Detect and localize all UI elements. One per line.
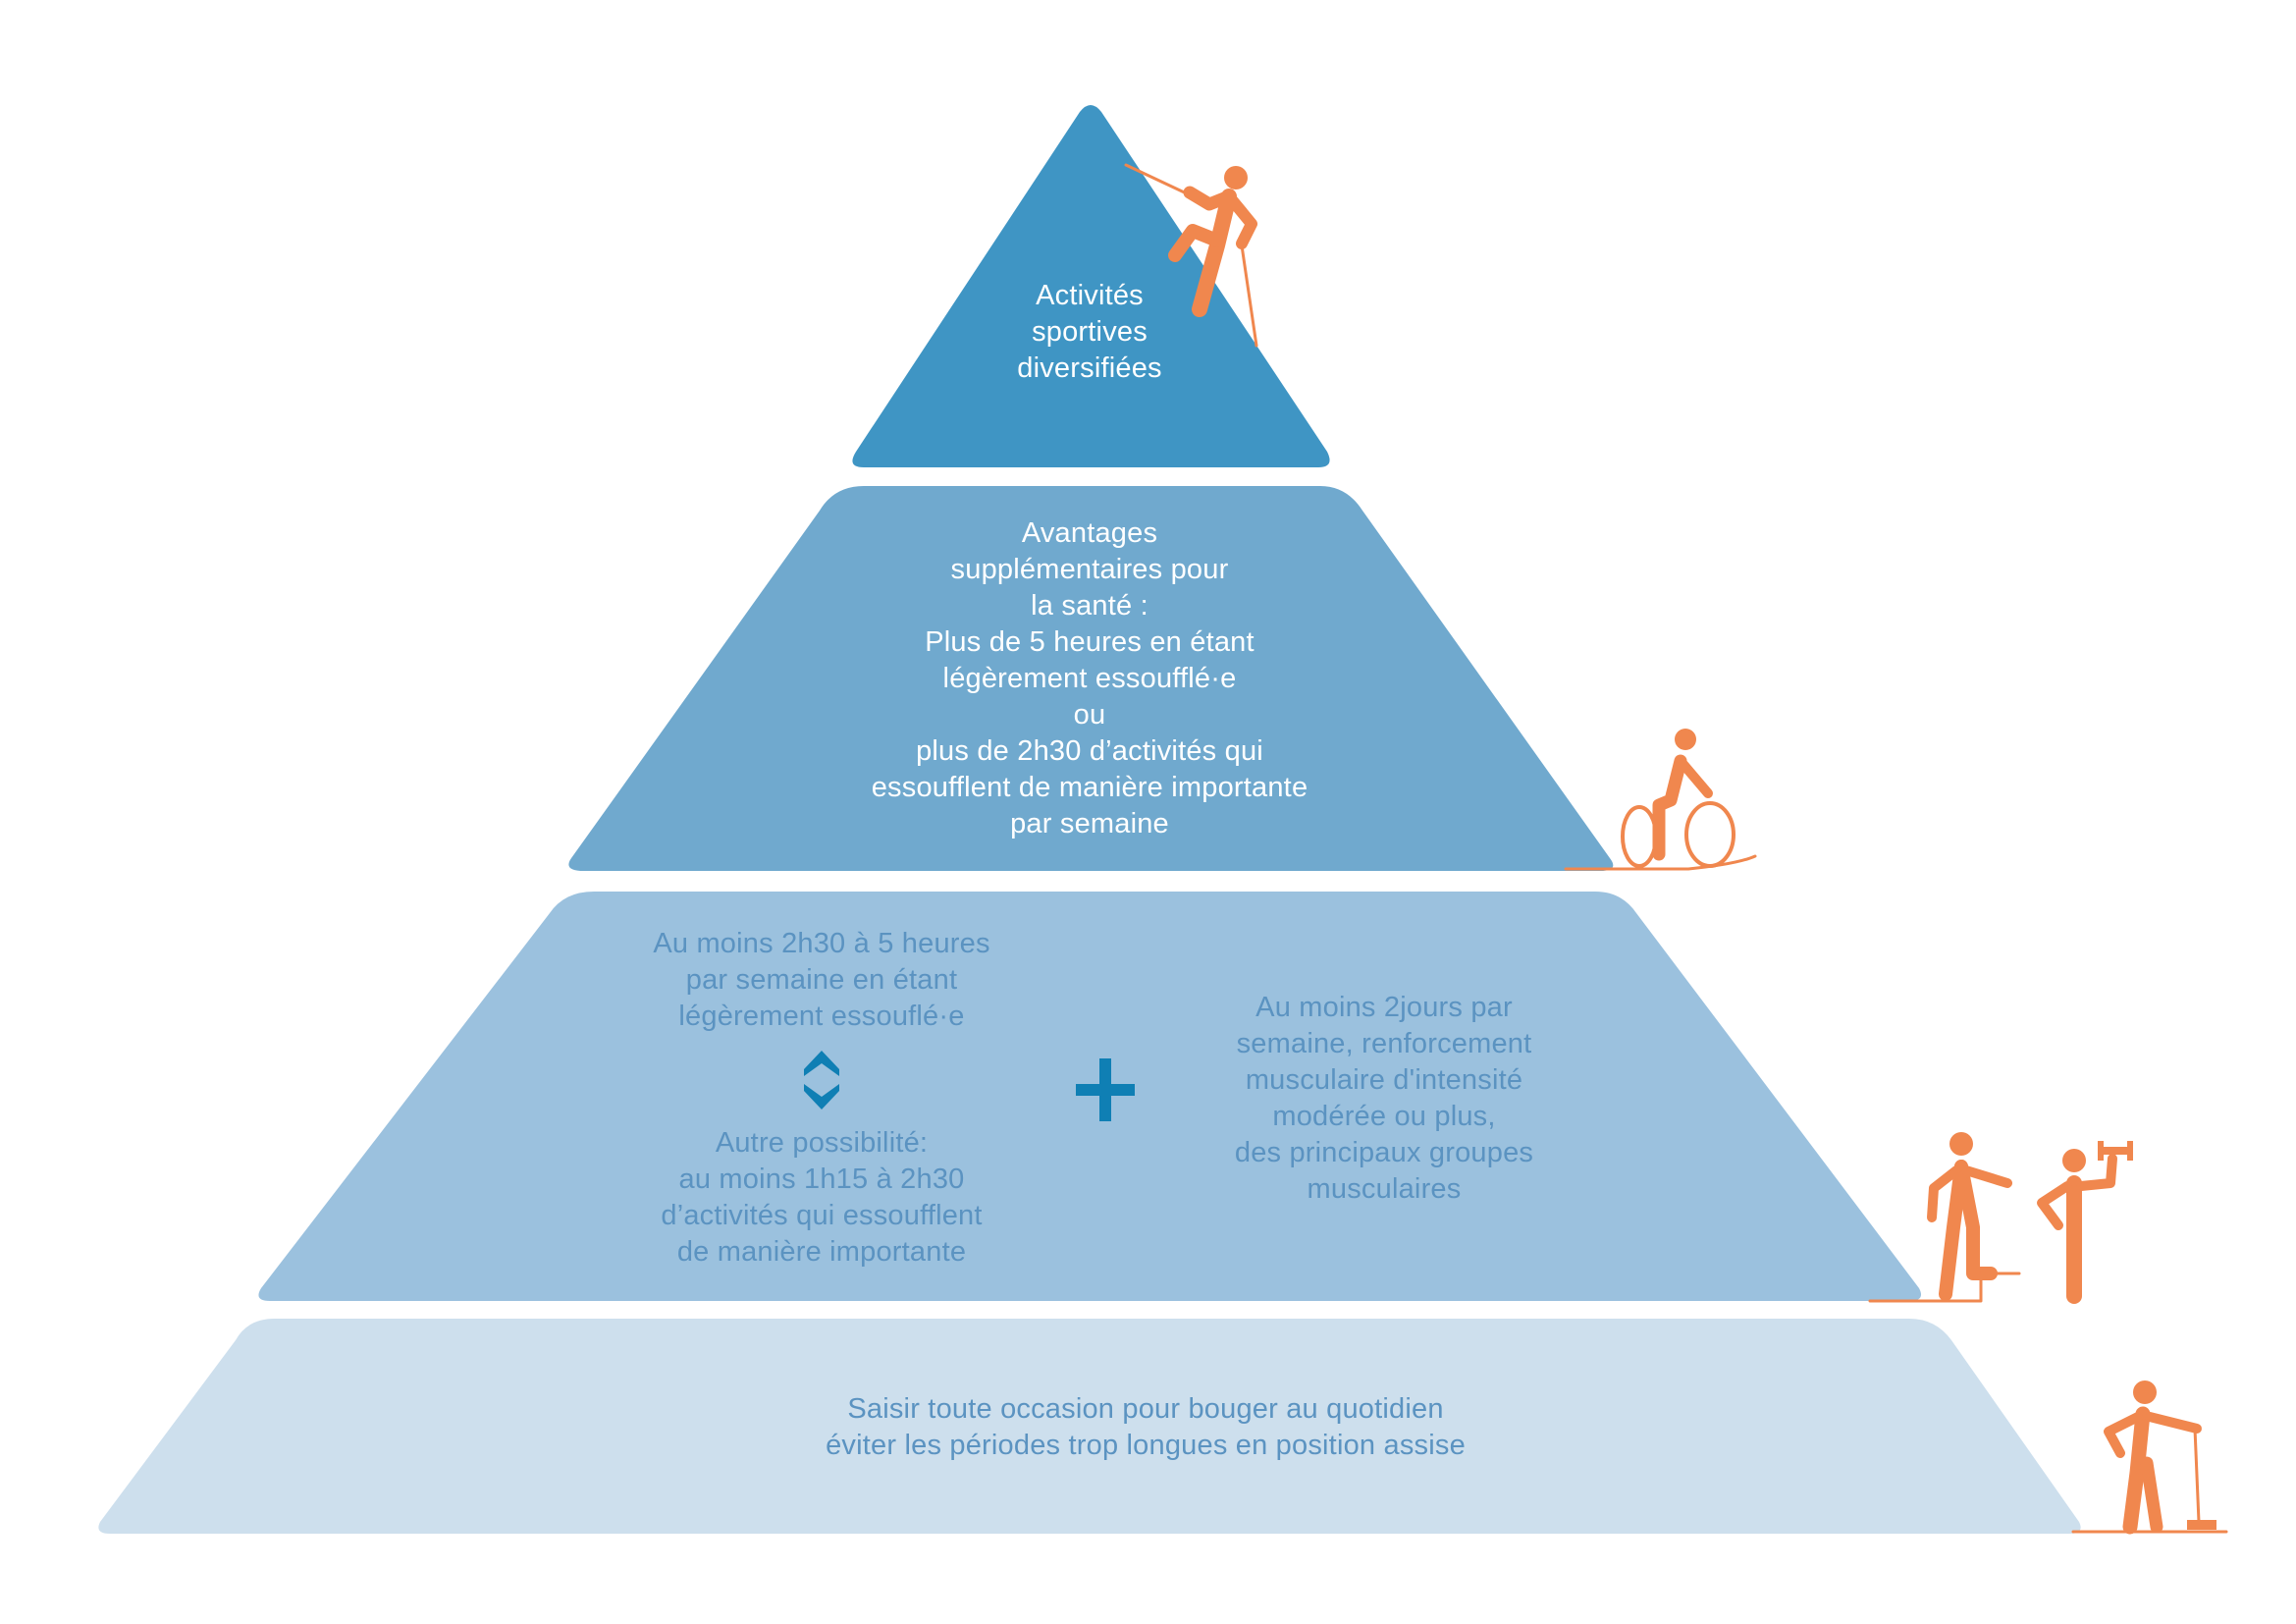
tier-3-line: Au moins 2jours par [1255, 992, 1513, 1023]
climber-icon [1124, 163, 1258, 348]
cyclist-icon [1564, 729, 1757, 871]
tier-2-shape [568, 486, 1614, 871]
tier-3-line: des principaux groupes [1234, 1137, 1534, 1168]
tier-2-line: Avantages [1021, 517, 1158, 549]
tier-2-line: essoufflent de manière importante [871, 772, 1308, 803]
tier-2-line: la santé : [1031, 590, 1148, 622]
tier-3-line: Autre possibilité: [715, 1127, 929, 1159]
tier-1-label: Activités sportives diversifiées [1017, 278, 1161, 387]
tier-4-line: éviter les périodes trop longues en posi… [826, 1430, 1466, 1461]
stair-climber-icon [1868, 1132, 2021, 1303]
tier-3-line: par semaine en étant [685, 964, 958, 996]
tier-3-line: semaine, renforcement [1236, 1028, 1532, 1059]
tier-4-shape [98, 1319, 2081, 1534]
tier-2-line: Plus de 5 heures en étant [925, 626, 1255, 658]
tier-3-strength-label: Au moins 2jours par semaine, renforcemen… [1235, 990, 1533, 1208]
tier-1-line: sportives [1032, 316, 1148, 348]
tier-3-line: musculaire d'intensité [1245, 1064, 1523, 1096]
tier-3-line: musculaires [1307, 1173, 1462, 1205]
tier-4-label: Saisir toute occasion pour bouger au quo… [826, 1391, 1466, 1464]
tier-2-label: Avantages supplémentaires pour la santé … [872, 515, 1308, 842]
tier-2-line: par semaine [1010, 808, 1169, 839]
tier-3-vigorous-label: Autre possibilité: au moins 1h15 à 2h30 … [661, 1125, 982, 1271]
tier-2-line: supplémentaires pour [950, 554, 1229, 585]
tier-3-line: au moins 1h15 à 2h30 [678, 1164, 965, 1195]
tier-2-line: ou [1073, 699, 1106, 731]
tier-2-line: plus de 2h30 d’activités qui [916, 735, 1263, 767]
dumbbell-lifter-icon [2037, 1141, 2133, 1304]
tier-3-line: modérée ou plus, [1272, 1101, 1496, 1132]
tier-3-line: de manière importante [676, 1236, 967, 1268]
tier-1-line: diversifiées [1017, 352, 1162, 384]
tier-3-line: Au moins 2h30 à 5 heures [653, 928, 990, 959]
tier-3-line: d’activités qui essoufflent [661, 1200, 983, 1231]
tier-3-line: légèrement essouflé·e [678, 1001, 965, 1032]
tier-2-line: légèrement essoufflé·e [942, 663, 1237, 694]
tier-3-shape [258, 892, 1922, 1301]
tier-3-moderate-label: Au moins 2h30 à 5 heures par semaine en … [653, 926, 989, 1035]
plus-icon [1076, 1058, 1135, 1121]
up-down-chevrons-icon [804, 1051, 839, 1110]
tier-1-shape [852, 105, 1330, 467]
tier-1-line: Activités [1036, 280, 1144, 311]
tier-4-line: Saisir toute occasion pour bouger au quo… [847, 1393, 1444, 1425]
sweeping-person-icon [2071, 1380, 2228, 1535]
